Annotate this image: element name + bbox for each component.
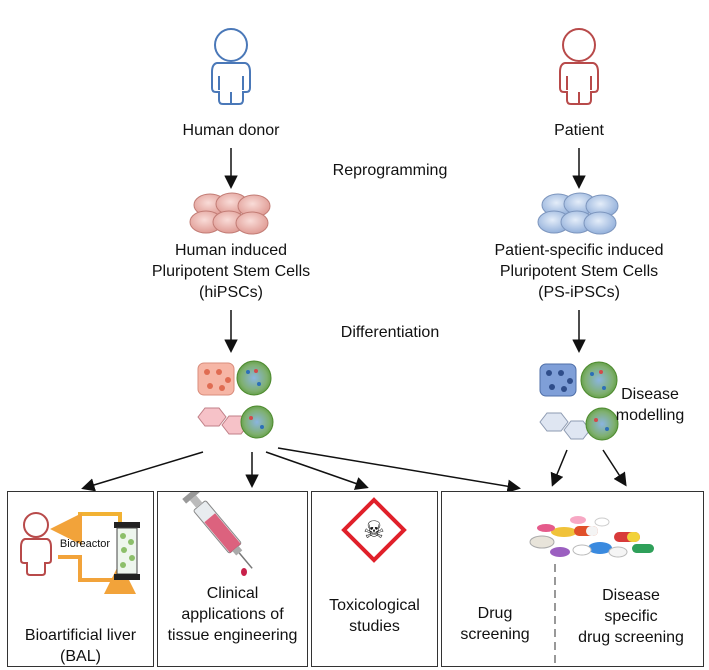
hipsc-label-line2: Pluripotent Stem Cells xyxy=(151,263,311,280)
toxicological-label-line2: studies xyxy=(349,618,400,635)
disease-screening-label: Disease specific drug screening xyxy=(564,585,698,648)
patient-outline-icon xyxy=(20,512,52,576)
drug-screening-line1: Drug xyxy=(477,605,513,622)
clinical-box: Clinical applications of tissue engineer… xyxy=(157,491,308,667)
bioreactor-return-arrow xyxy=(50,512,122,545)
pills-icon xyxy=(529,516,654,558)
bioreactor-label: Bioreactor xyxy=(59,538,111,550)
arrow-right-to-disease-screening xyxy=(602,449,627,487)
clinical-label-line1: Clinical xyxy=(206,585,259,602)
disease-modelling-label: Disease modelling xyxy=(600,384,700,426)
drug-screening-label: Drug screening xyxy=(450,603,540,645)
differentiation-label: Differentiation xyxy=(340,324,440,341)
bioreactor-inflow-arrow xyxy=(58,555,136,594)
hipsc-label-line1: Human induced xyxy=(174,242,288,259)
disease-modelling-line1: Disease xyxy=(621,386,679,403)
bal-label-line2: (BAL) xyxy=(60,648,101,665)
disease-screening-line3: drug screening xyxy=(578,629,684,646)
differentiated-cells-right-icon xyxy=(539,361,619,441)
arrow-to-toxicological xyxy=(265,451,369,490)
syringe-icon xyxy=(182,492,253,576)
bal-box: Bioreactor Bioartificial liver (BAL) xyxy=(7,491,154,667)
disease-screening-line2: specific xyxy=(604,608,658,625)
patient-label: Patient xyxy=(554,122,604,139)
hipsc-cells-icon xyxy=(189,192,271,235)
drug-screening-box: Drug screening Disease specific drug scr… xyxy=(441,491,704,667)
drug-screening-graphic xyxy=(529,516,654,666)
human-donor-icon xyxy=(211,28,251,105)
hipsc-label: Human induced Pluripotent Stem Cells (hi… xyxy=(126,240,336,303)
disease-screening-line1: Disease xyxy=(602,587,660,604)
bioreactor-column-icon xyxy=(114,522,140,580)
clinical-label: Clinical applications of tissue engineer… xyxy=(158,583,307,646)
psipsc-cells-icon xyxy=(537,192,619,235)
reprogramming-label: Reprogramming xyxy=(332,162,448,179)
clinical-label-line3: tissue engineering xyxy=(167,627,298,644)
arrow-to-drug-screening xyxy=(277,447,521,493)
toxicological-box: ☠ Toxicological studies xyxy=(311,491,438,667)
psipsc-label-line2: Pluripotent Stem Cells xyxy=(499,263,659,280)
human-donor-label: Human donor xyxy=(182,122,280,139)
bal-graphic xyxy=(20,512,140,594)
arrow-to-bal xyxy=(81,451,204,492)
arrow-right-to-drug-screening xyxy=(550,449,568,487)
drug-screening-line2: screening xyxy=(460,626,530,643)
disease-modelling-line2: modelling xyxy=(615,407,685,424)
drop-icon xyxy=(241,568,247,576)
bal-label: Bioartificial liver (BAL) xyxy=(8,625,153,667)
hipsc-label-line3: (hiPSCs) xyxy=(198,284,263,301)
bal-label-line1: Bioartificial liver xyxy=(24,627,137,644)
patient-icon xyxy=(559,28,599,105)
psipsc-label: Patient-specific induced Pluripotent Ste… xyxy=(469,240,689,303)
clinical-label-line2: applications of xyxy=(181,606,284,623)
psipsc-label-line3: (PS-iPSCs) xyxy=(538,284,620,301)
skull-hazard-icon: ☠ xyxy=(341,497,407,563)
differentiated-cells-left-icon xyxy=(197,360,274,439)
toxicological-label: Toxicological studies xyxy=(312,595,437,637)
psipsc-label-line1: Patient-specific induced xyxy=(494,242,664,259)
svg-text:☠: ☠ xyxy=(363,516,385,544)
toxicological-label-line1: Toxicological xyxy=(329,597,420,614)
